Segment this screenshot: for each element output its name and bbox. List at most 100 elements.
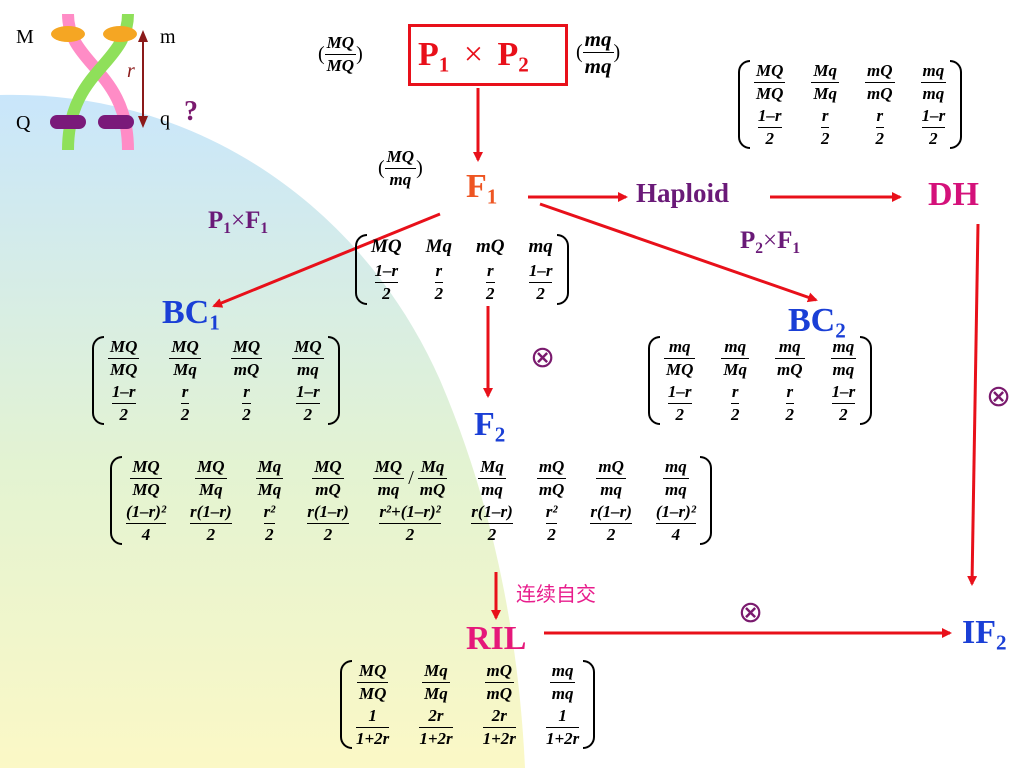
marker-m-label: m [160, 26, 176, 48]
marker-M-label: M [16, 26, 34, 48]
genotype-frequency: r(1–r)2 [590, 501, 632, 544]
genotype-frequency: r(1–r)2 [471, 501, 513, 544]
ril-label: RIL [466, 620, 527, 657]
parents-box [408, 24, 568, 86]
matrix-left-bracket [340, 660, 352, 750]
recombination-r-label: r [127, 60, 135, 82]
gamete-genotype: MQ [371, 236, 402, 257]
matrix-left-bracket [355, 234, 367, 305]
gamete-genotype: Mq [425, 236, 453, 257]
qtl-q-label: q [160, 108, 170, 130]
matrix-right-bracket [860, 336, 873, 426]
matrix-left-bracket [110, 456, 122, 546]
genotype-frequency: r(1–r)2 [190, 501, 232, 544]
matrix-left-bracket [92, 336, 104, 426]
haploid-label: Haploid [636, 178, 730, 208]
matrix-right-bracket [556, 234, 569, 305]
selfing-symbol-ril: ⊗ [738, 595, 764, 630]
qtl-Q-label: Q [16, 112, 31, 134]
dh-label: DH [928, 176, 979, 213]
question-mark: ? [184, 96, 198, 127]
genotype-frequency: r(1–r)2 [307, 501, 349, 544]
gamete-genotype: mq [528, 236, 553, 257]
gamete-genotype: mQ [476, 236, 505, 257]
p1-x-f1-label: P1×F1 [208, 207, 269, 237]
selfing-symbol-dh: ⊗ [986, 379, 1012, 414]
slash: / [408, 466, 414, 489]
matrix-right-bracket [327, 336, 340, 426]
f2-label: F2 [474, 406, 506, 447]
parents-cross-label: P1 × P2 [418, 36, 529, 77]
matrix-left-bracket [738, 60, 750, 150]
matrix-right-bracket [950, 60, 963, 150]
matrix-right-bracket [583, 660, 596, 750]
